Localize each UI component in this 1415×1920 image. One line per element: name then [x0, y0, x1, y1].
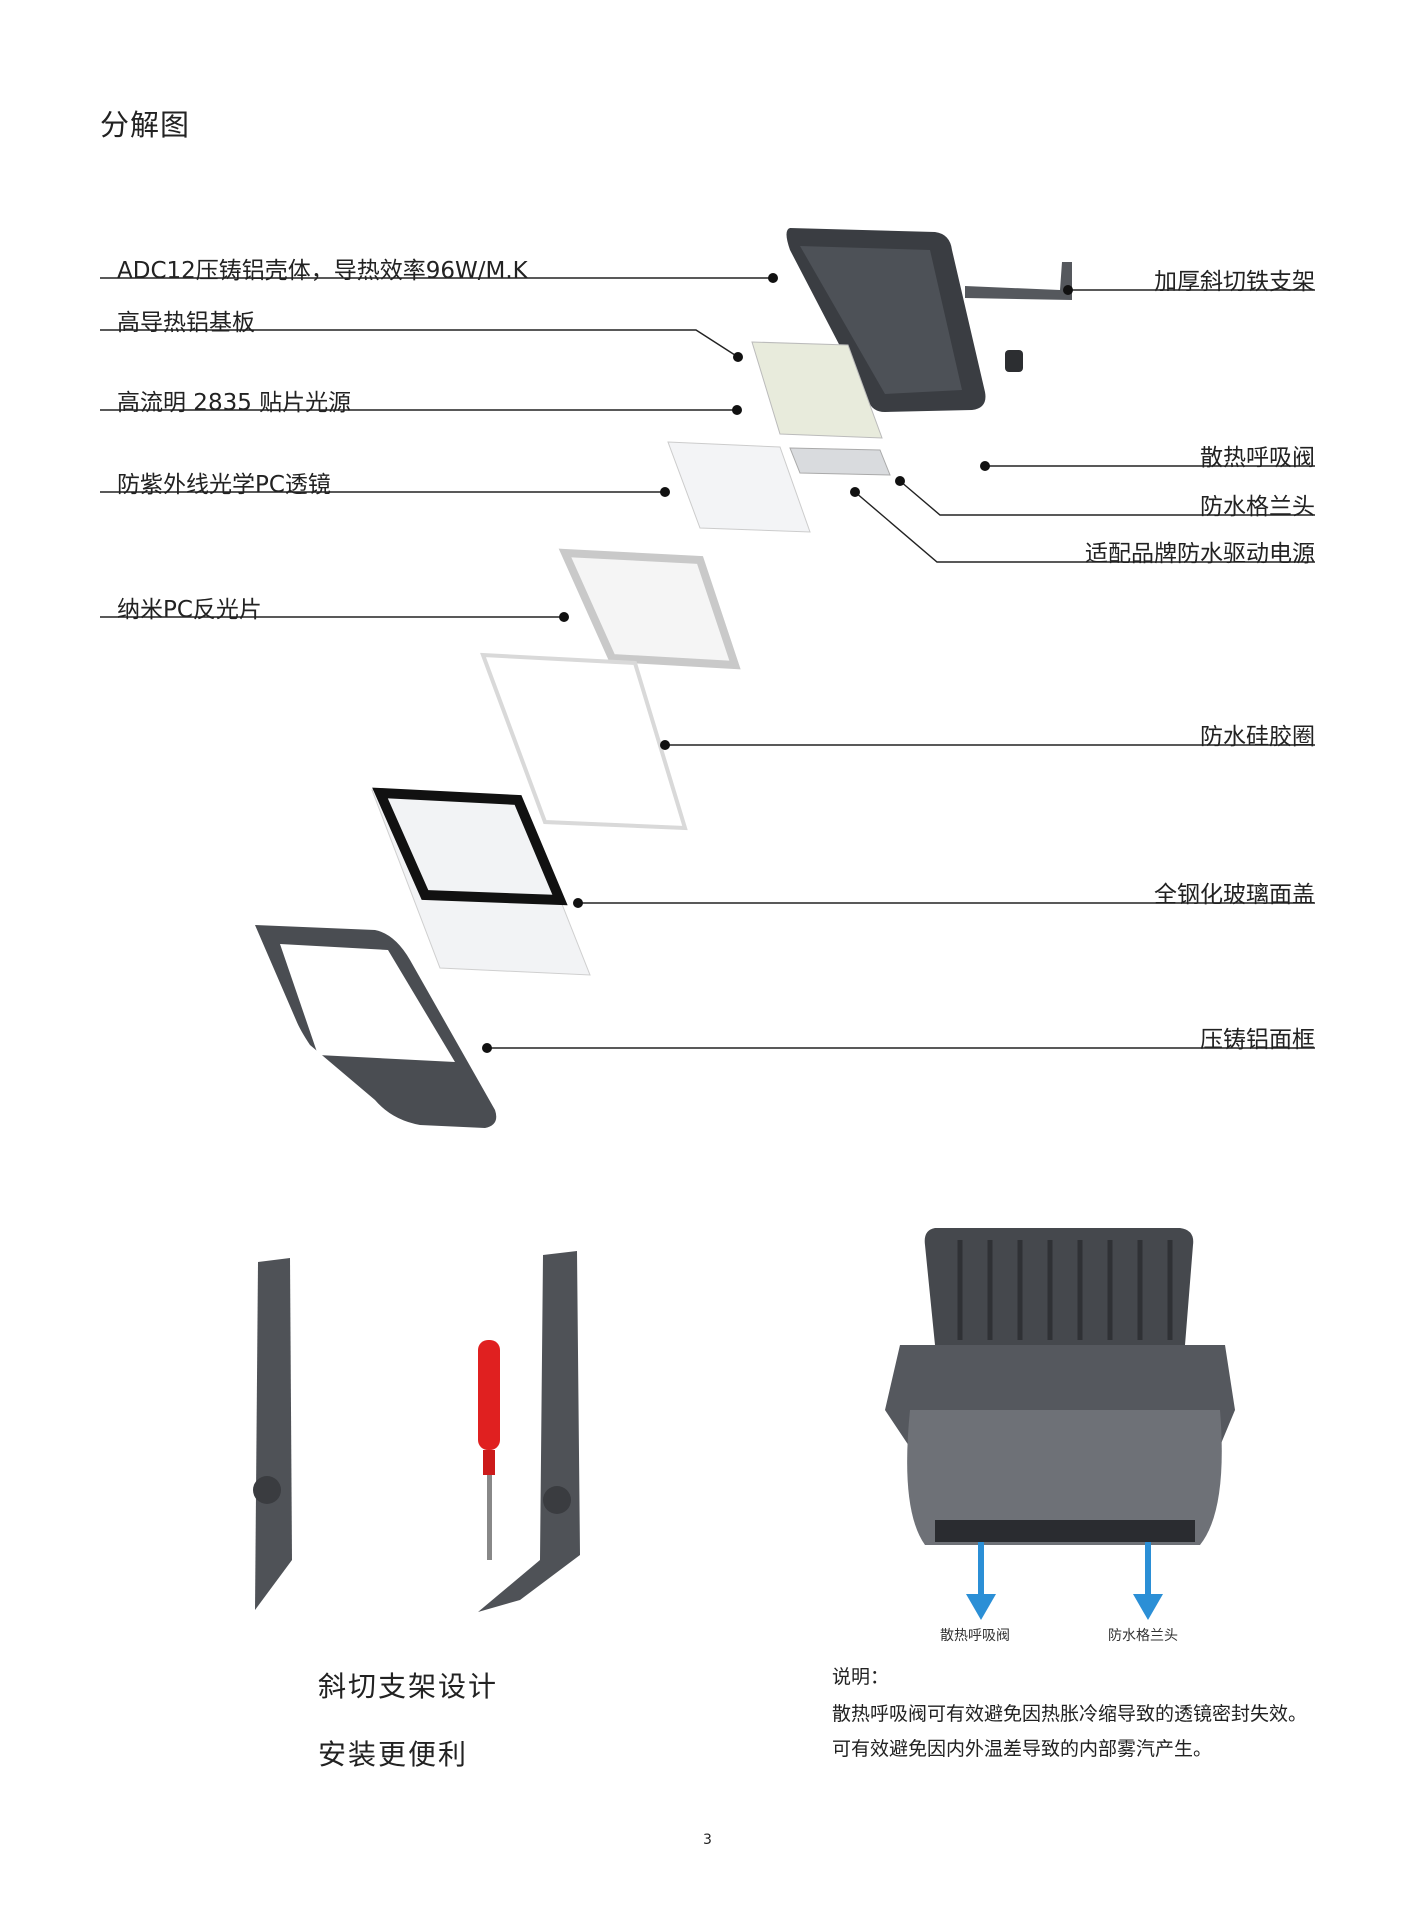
page-title: 分解图	[100, 108, 191, 142]
side-view-illustration	[253, 1251, 580, 1612]
note-line-2: 可有效避免因内外温差导致的内部雾汽产生。	[832, 1738, 1213, 1760]
arrow-down-icon	[966, 1542, 996, 1620]
callout-breather-valve: 散热呼吸阀	[1200, 445, 1315, 471]
callout-reflector: 纳米PC反光片	[117, 597, 262, 623]
callout-housing: ADC12压铸铝壳体，导热效率96W/M.K	[117, 258, 528, 284]
callout-led-source: 高流明 2835 贴片光源	[117, 390, 352, 416]
screwdriver-illustration	[478, 1340, 500, 1560]
reflector-part	[558, 548, 741, 670]
led-board-part	[751, 341, 883, 439]
callout-aluminum-substrate: 高导热铝基板	[117, 310, 255, 336]
bracket-part	[965, 262, 1072, 300]
housing-part	[786, 228, 1023, 412]
callout-silicone-ring: 防水硅胶圈	[1200, 724, 1315, 750]
bracket-caption-line2: 安装更便利	[318, 1738, 469, 1771]
note-heading: 说明：	[832, 1666, 890, 1688]
callout-driver: 适配品牌防水驱动电源	[1085, 541, 1315, 567]
silicone-ring-part	[480, 652, 688, 831]
note-line-1: 散热呼吸阀可有效避免因热胀冷缩导致的透镜密封失效。	[832, 1703, 1308, 1725]
callout-pc-lens: 防紫外线光学PC透镜	[117, 472, 331, 498]
vent-label-breather: 散热呼吸阀	[940, 1628, 1010, 1644]
lens-part	[667, 441, 811, 533]
callout-bracket: 加厚斜切铁支架	[1154, 269, 1315, 295]
callout-cable-gland: 防水格兰头	[1200, 494, 1315, 520]
vent-label-gland: 防水格兰头	[1108, 1628, 1178, 1644]
callout-die-cast-frame: 压铸铝面框	[1200, 1027, 1315, 1053]
driver-part	[789, 447, 891, 476]
callout-glass-cover: 全钢化玻璃面盖	[1154, 882, 1315, 908]
rear-view-illustration	[885, 1228, 1235, 1545]
arrow-down-icon	[1133, 1542, 1163, 1620]
page-number: 3	[703, 1832, 712, 1848]
bracket-caption-line1: 斜切支架设计	[318, 1670, 499, 1703]
